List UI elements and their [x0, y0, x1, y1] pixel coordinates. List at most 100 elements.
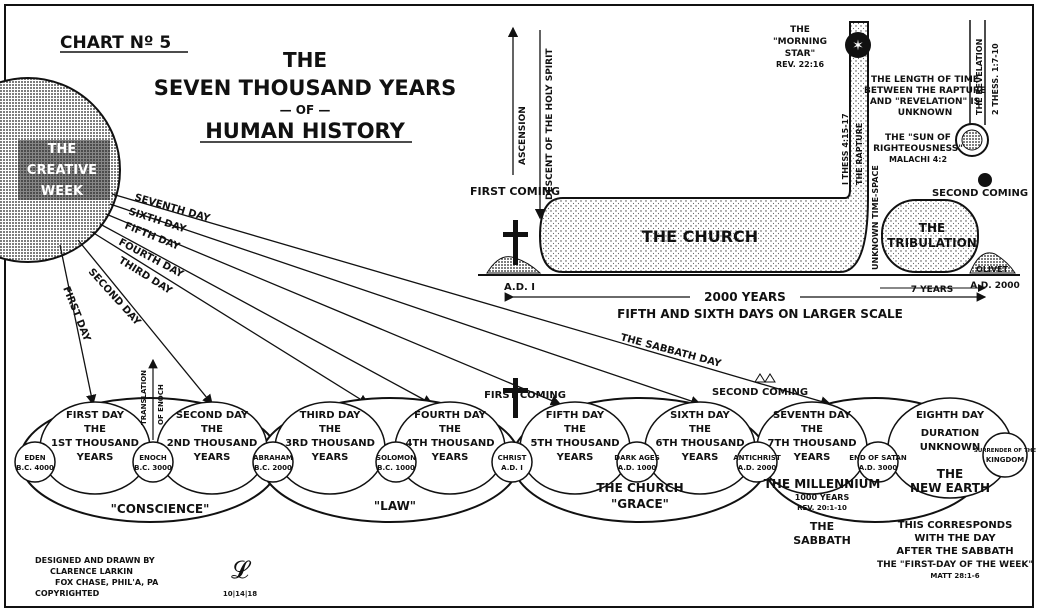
day-2-l2: THE — [201, 424, 223, 435]
millennium-ref: REV. 20:1-10 — [797, 504, 847, 512]
circle-christ — [491, 441, 533, 483]
corresponds-1: THIS CORRESPONDS — [898, 520, 1013, 531]
circle-abraham — [252, 441, 294, 483]
malachi-label: MALACHI 4:2 — [889, 155, 947, 164]
matt-ref: MATT 28:1-6 — [930, 572, 979, 580]
c2-a: ENOCH — [139, 454, 167, 462]
c7-b: A.D. 2000 — [738, 464, 777, 472]
circle-dark-ages — [616, 441, 658, 483]
day-7-l1: SEVENTH DAY — [773, 410, 852, 421]
circle-enoch — [132, 441, 174, 483]
credit-4: COPYRIGHTED — [35, 589, 100, 598]
church-shape — [538, 21, 869, 273]
c1-b: B.C. 4000 — [16, 464, 54, 472]
length-2: BETWEEN THE RAPTURE — [864, 86, 986, 96]
c3-b: B.C. 2000 — [254, 464, 292, 472]
credit-1: DESIGNED AND DRAWN BY — [35, 556, 155, 565]
day-3-l1: THIRD DAY — [300, 410, 361, 421]
lower-cross-icon — [513, 378, 518, 418]
ad2000-label: A.D. 2000 — [970, 281, 1020, 291]
morning-star-icon — [845, 32, 871, 58]
circle-antichrist — [736, 441, 778, 483]
day-1-l1: FIRST DAY — [66, 410, 125, 421]
ray-first — [59, 244, 97, 406]
thess-label: I THESS 4:15-17 — [841, 113, 850, 185]
c9-a: SURRENDER OF THE — [974, 448, 1036, 454]
rapture-label: THE RAPTURE — [855, 123, 864, 185]
tribulation-shape — [881, 199, 979, 273]
date-label: 10|14|18 — [223, 590, 257, 599]
morning-star-2: "MORNING — [773, 37, 827, 47]
day-3-l2: THE — [319, 424, 341, 435]
title-line1: THE — [283, 48, 327, 72]
translation-2: OF ENOCH — [157, 384, 165, 425]
new-earth-2: NEW EARTH — [910, 481, 990, 495]
length-4: UNKNOWN — [898, 108, 952, 118]
c4-a: SOLOMON — [376, 454, 416, 462]
ray-third — [91, 231, 370, 405]
day-6-l2: THE — [689, 424, 711, 435]
revelation-label: THE REVELATION — [975, 39, 984, 115]
olivet-label: OLIVET — [976, 265, 1009, 274]
day-2-l1: SECOND DAY — [176, 410, 249, 421]
day-5-l1: FIFTH DAY — [546, 410, 605, 421]
sabbath-day-label: THE SABBATH DAY — [619, 332, 723, 370]
tribulation-1: THE — [919, 221, 945, 235]
day-2-l4: YEARS — [193, 452, 231, 463]
second-coming-star-icon — [978, 173, 992, 187]
thess2-label: 2 THESS. 1:7-10 — [991, 43, 1000, 115]
ray-fourth — [99, 223, 434, 405]
first-coming-upper: FIRST COMING — [470, 185, 560, 198]
day-4-l3: 4TH THOUSAND — [405, 438, 494, 449]
circle-kingdom — [982, 432, 1028, 478]
crown-icon — [754, 373, 776, 383]
circle-eden — [14, 441, 56, 483]
ray-seventh — [111, 193, 832, 407]
circle-solomon — [375, 441, 417, 483]
corresponds-3: AFTER THE SABBATH — [896, 546, 1013, 557]
conscience-label: "CONSCIENCE" — [111, 502, 210, 516]
day-1-l4: YEARS — [76, 452, 114, 463]
c5-b: A.D. I — [501, 464, 523, 472]
grace-label: "GRACE" — [611, 497, 669, 511]
new-earth-1: THE — [937, 467, 963, 481]
c5-a: CHRIST — [498, 454, 527, 462]
sabbath-1: THE — [810, 520, 834, 533]
creative-week-3: WEEK — [41, 184, 84, 199]
chart-label: CHART Nº 5 — [60, 33, 171, 53]
monogram-icon: 𝓛 — [231, 556, 251, 584]
credit-3: FOX CHASE, PHIL'A, PA — [55, 578, 159, 587]
c3-a: ABRAHAM — [253, 454, 293, 462]
c7-a: ANTICHRIST — [733, 454, 781, 462]
ray-fifth — [105, 213, 562, 406]
day-8-l1: EIGHTH DAY — [916, 410, 985, 421]
day-1-l3: 1ST THOUSAND — [51, 438, 139, 449]
c1-a: EDEN — [24, 454, 45, 462]
day-2-l3: 2ND THOUSAND — [167, 438, 258, 449]
ray-label-first: FIRST DAY — [60, 285, 92, 344]
ascension-label: ASCENSION — [518, 106, 528, 165]
day-5-l4: YEARS — [556, 452, 594, 463]
law-label: "LAW" — [374, 499, 416, 513]
sun-1: THE "SUN OF — [885, 133, 951, 143]
sun-2: RIGHTEOUSNESS" — [873, 144, 963, 154]
circle-end-satan — [857, 441, 899, 483]
c2-b: B.C. 3000 — [134, 464, 172, 472]
day-7-l4: YEARS — [793, 452, 831, 463]
translation-1: TRANSLATION — [140, 370, 148, 425]
c8-b: A.D. 3000 — [859, 464, 898, 472]
day-4-l1: FOURTH DAY — [414, 410, 486, 421]
millennium-years: 1000 YEARS — [795, 493, 850, 502]
c6-b: A.D. 1000 — [618, 464, 657, 472]
length-1: THE LENGTH OF TIME — [871, 75, 979, 85]
day-5-l2: THE — [564, 424, 586, 435]
morning-star-ref: REV. 22:16 — [776, 60, 825, 69]
ray-second — [77, 239, 213, 406]
descent-label: DESCENT OF THE HOLY SPIRIT — [545, 48, 555, 200]
c8-a: END OF SATAN — [849, 454, 907, 462]
church-label-upper: THE CHURCH — [642, 227, 758, 246]
years2000-label: 2000 YEARS — [704, 290, 786, 304]
day-6-l1: SIXTH DAY — [670, 410, 730, 421]
unknown-space-label: UNKNOWN TIME-SPACE — [871, 165, 880, 270]
